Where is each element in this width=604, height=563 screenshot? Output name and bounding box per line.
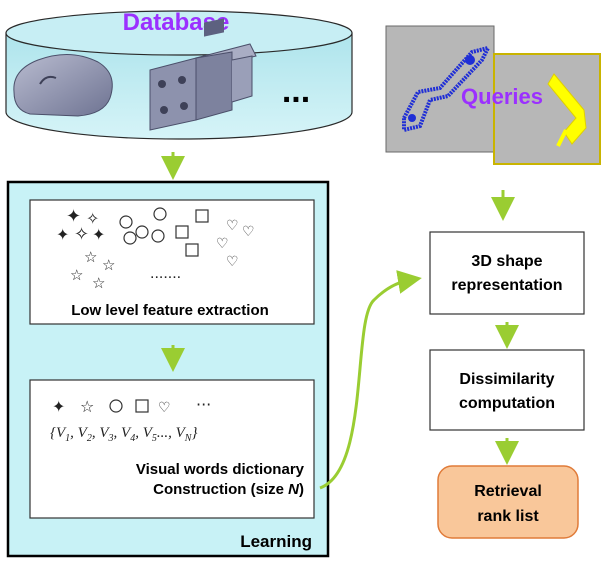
- circle-icon: [119, 215, 133, 229]
- heart-icon: ♡: [242, 224, 255, 240]
- shape-representation-box: [429, 231, 585, 315]
- square-icon: [135, 399, 149, 413]
- circle-icon: [151, 229, 165, 243]
- shape-rep-line1: 3D shape: [471, 253, 542, 270]
- dictionary-caption-line2: Construction (size N): [153, 481, 304, 498]
- dissimilarity-line2: computation: [459, 395, 555, 412]
- circle-icon: [109, 399, 123, 413]
- heart-icon: ♡: [216, 236, 229, 252]
- model-disc-icon: [13, 54, 113, 117]
- retrieval-line2: rank list: [477, 508, 539, 525]
- star-icon: ☆: [84, 248, 97, 266]
- heart-icon: ♡: [158, 400, 171, 416]
- queries-title: Queries: [461, 84, 543, 109]
- sparkle-icon: ✧: [74, 224, 89, 245]
- sparkle-icon: ✦: [52, 397, 65, 416]
- square-icon: [195, 209, 209, 223]
- feature-squares: [175, 209, 209, 257]
- dissimilarity-box: [429, 349, 585, 431]
- learning-label: Learning: [240, 532, 312, 551]
- retrieval-box: [437, 465, 579, 539]
- star-icon: ☆: [70, 266, 83, 284]
- sparkle-icon: ✦: [66, 206, 81, 227]
- sparkle-icon: ✧: [86, 209, 99, 228]
- low-level-feature-box: [29, 199, 315, 325]
- shape-rep-line2: representation: [451, 277, 562, 294]
- circle-icon: [135, 225, 149, 239]
- dictionary-box: [29, 379, 315, 519]
- star-icon: ☆: [92, 274, 105, 292]
- dissimilarity-line1: Dissimilarity: [459, 371, 554, 388]
- query-image-yellow: [493, 53, 601, 165]
- heart-icon: ♡: [226, 254, 239, 270]
- low-level-caption: Low level feature extraction: [71, 302, 269, 319]
- model-bracket-icon: [149, 18, 257, 131]
- sparkle-icon: ✦: [92, 225, 105, 244]
- database-ellipsis: ...: [282, 72, 310, 110]
- sparkle-icon: ✦: [56, 225, 69, 244]
- arrow-dictionary-to-shape-rep: [319, 270, 422, 490]
- dictionary-symbols: ✦ ☆ ♡ ···: [52, 395, 211, 416]
- star-icon: ☆: [102, 256, 115, 274]
- square-icon: [175, 225, 189, 239]
- retrieval-line1: Retrieval: [474, 483, 542, 500]
- dictionary-caption-line1: Visual words dictionary: [136, 461, 305, 478]
- feature-hearts: ♡ ♡ ♡ ♡: [216, 218, 255, 270]
- heart-icon: ♡: [226, 218, 239, 234]
- feature-symbols: ✦ ✧ ✦ ✧ ✦ ☆ ☆ ☆ ☆: [56, 206, 115, 292]
- circle-icon: [123, 231, 137, 245]
- star-icon: ☆: [80, 397, 94, 416]
- dictionary-more: ···: [196, 395, 211, 414]
- feature-dots: .......: [150, 265, 181, 282]
- circle-icon: [153, 207, 167, 221]
- query-image-blue: [385, 25, 495, 153]
- square-icon: [185, 243, 199, 257]
- dictionary-vector: {V1, V2, V3, V4, V5..., VN}: [50, 425, 197, 444]
- feature-circles: [119, 207, 167, 245]
